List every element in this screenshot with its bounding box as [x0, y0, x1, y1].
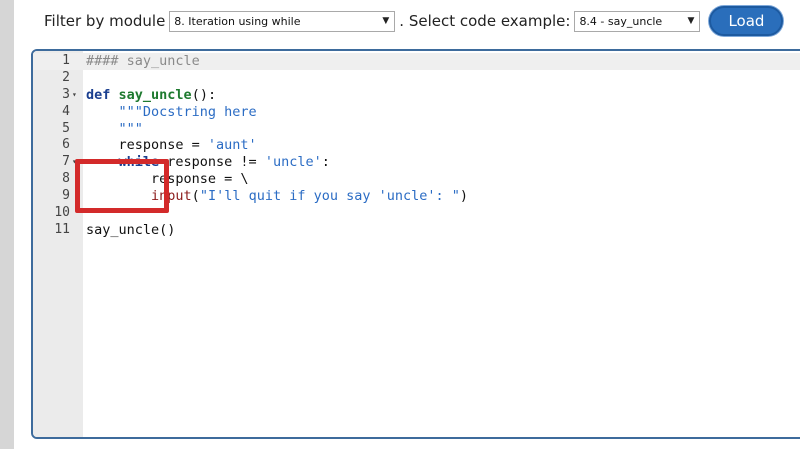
fold-toggle-icon[interactable]: ▾: [72, 89, 77, 99]
line-number: 7: [62, 154, 70, 170]
code-token: [86, 104, 119, 120]
chevron-down-icon: ▼: [687, 16, 695, 26]
code-text: def say_uncle():: [86, 87, 216, 104]
code-token: (: [191, 188, 200, 205]
window-edge: [0, 0, 14, 449]
line-number: 4: [62, 103, 70, 119]
load-button[interactable]: Load: [709, 6, 784, 36]
active-line-highlight: [33, 53, 800, 70]
chevron-down-icon: ▼: [382, 16, 390, 26]
code-text: say_uncle(): [86, 222, 175, 239]
code-line[interactable]: 5 """: [33, 121, 800, 138]
line-number: 11: [54, 221, 70, 237]
code-token: say_uncle(): [86, 221, 176, 238]
code-token: response !=: [159, 154, 265, 171]
line-number: 10: [54, 205, 70, 221]
code-token: """: [118, 120, 143, 137]
code-line[interactable]: 3▾ def say_uncle():: [33, 87, 800, 104]
code-line[interactable]: 1 #### say_uncle: [33, 53, 800, 70]
line-number: 2: [62, 69, 70, 85]
code-token: say_uncle: [118, 86, 192, 103]
code-text: input("I'll quit if you say 'uncle': "): [86, 188, 468, 205]
code-token: def: [86, 86, 111, 103]
code-token: """Docstring here: [118, 103, 257, 120]
code-line[interactable]: 10: [33, 205, 800, 222]
code-line[interactable]: 2: [33, 70, 800, 87]
code-token: "I'll quit if you say 'uncle': ": [199, 188, 460, 205]
code-text: #### say_uncle: [86, 53, 200, 70]
code-token: [86, 121, 119, 137]
line-number: 1: [62, 53, 70, 68]
line-number: 3: [62, 86, 70, 102]
code-line[interactable]: 6 response = 'aunt': [33, 137, 800, 154]
line-number: 6: [62, 137, 70, 153]
line-number: 5: [62, 120, 70, 136]
code-token: response =: [86, 137, 208, 154]
code-token: input: [151, 188, 192, 205]
code-text: """Docstring here: [86, 104, 257, 121]
code-text: response = 'aunt': [86, 137, 257, 154]
toolbar: Filter by module 8. Iteration using whil…: [44, 6, 784, 36]
module-select-value: 8. Iteration using while: [174, 14, 301, 28]
code-token: 'uncle': [264, 154, 322, 171]
code-token: ): [459, 188, 469, 205]
code-line[interactable]: 9 input("I'll quit if you say 'uncle': "…: [33, 188, 800, 205]
code-token: 'aunt': [207, 137, 257, 154]
fold-toggle-icon[interactable]: ▾: [72, 157, 77, 167]
line-number-gutter: [33, 51, 83, 437]
example-label: . Select code example:: [399, 12, 571, 30]
indentation-highlight-annotation: [75, 159, 169, 213]
line-number: 8: [62, 171, 70, 187]
filter-label: Filter by module: [44, 12, 166, 30]
code-line[interactable]: 4 """Docstring here: [33, 104, 800, 121]
code-token: [110, 87, 118, 103]
line-number: 9: [62, 188, 70, 204]
code-line[interactable]: 11 say_uncle(): [33, 222, 800, 239]
example-select[interactable]: 8.4 - say_uncle ▼: [574, 10, 701, 32]
example-select-value: 8.4 - say_uncle: [579, 14, 663, 28]
code-text: """: [86, 121, 143, 138]
code-token: ():: [191, 86, 217, 103]
code-token: #### say_uncle: [86, 53, 200, 69]
code-token: :: [321, 154, 330, 171]
module-select[interactable]: 8. Iteration using while ▼: [169, 10, 396, 32]
